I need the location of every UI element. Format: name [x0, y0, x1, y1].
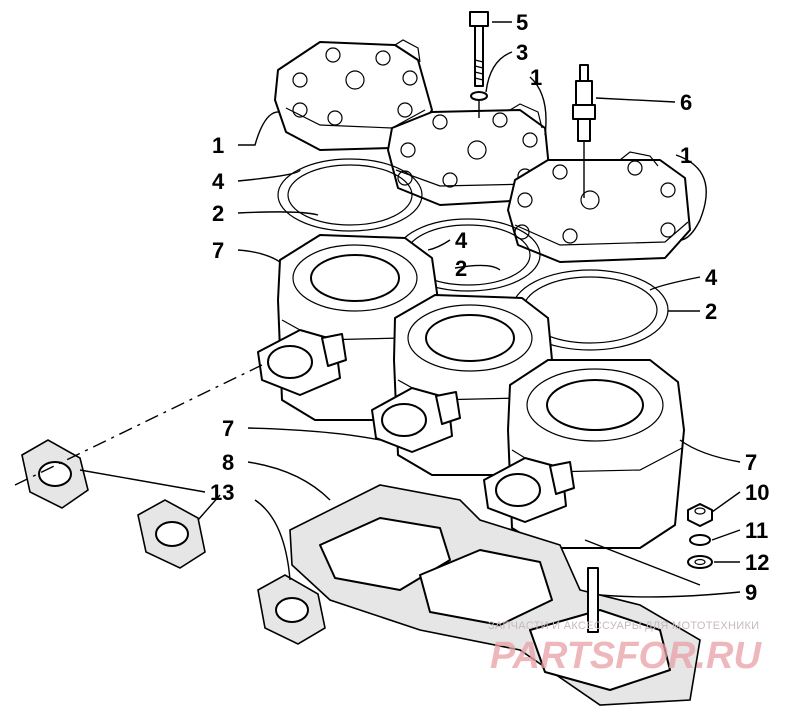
- callout-8: 8: [222, 450, 234, 475]
- head-bolt: [469, 11, 489, 87]
- cylinder-head-right: [507, 151, 691, 263]
- callout-10: 10: [745, 480, 769, 505]
- callout-5: 5: [516, 10, 528, 35]
- exhaust-gasket-3: [257, 574, 326, 645]
- callout-1-left: 1: [212, 133, 224, 158]
- callout-4-left: 4: [212, 169, 225, 194]
- head-gasket-left: [277, 158, 423, 232]
- lock-washer: [689, 534, 711, 546]
- callout-3: 3: [516, 40, 528, 65]
- exhaust-gasket-1: [21, 439, 89, 509]
- spark-plug: [572, 64, 596, 142]
- base-gasket: [289, 484, 701, 706]
- callout-7-right: 7: [745, 450, 757, 475]
- callout-12: 12: [745, 550, 769, 575]
- callout-1-right: 1: [680, 143, 692, 168]
- callout-1-center: 1: [530, 65, 542, 90]
- callout-13: 13: [210, 480, 234, 505]
- callout-6: 6: [680, 90, 692, 115]
- watermark-tagline: ЗАПЧАСТИ И АКСЕССУАРЫ ДЛЯ МОТОТЕХНИКИ: [488, 620, 760, 632]
- leader-lines: [14, 21, 741, 598]
- washer: [470, 91, 488, 101]
- callout-7-left: 7: [212, 238, 224, 263]
- callout-4-right: 4: [705, 265, 718, 290]
- callout-11: 11: [745, 518, 768, 543]
- flat-washer: [687, 555, 713, 569]
- callout-2-left: 2: [212, 201, 224, 226]
- callout-labels: 1 4 2 7 5 3 1 6 1 4 2 4 2 7 7 8 10 11 12…: [210, 10, 769, 605]
- callout-9: 9: [745, 580, 757, 605]
- callout-2-right: 2: [705, 299, 717, 324]
- exhaust-gasket-2: [137, 499, 206, 569]
- callout-7-center: 7: [222, 416, 234, 441]
- callout-4-center: 4: [455, 228, 468, 253]
- callout-2-center: 2: [455, 256, 467, 281]
- nut: [687, 503, 713, 527]
- cylinder-right: [483, 359, 685, 549]
- stud: [587, 567, 599, 633]
- watermark-logo: PARTSFOR.RU: [490, 635, 762, 677]
